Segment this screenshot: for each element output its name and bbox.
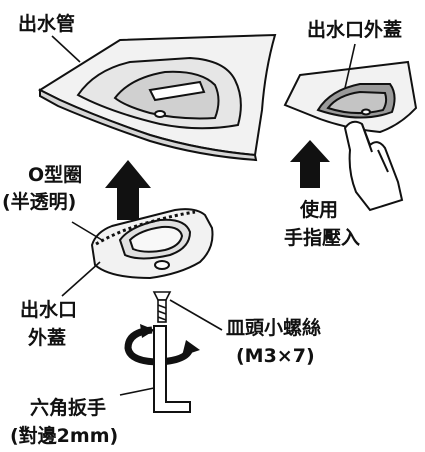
o-ring	[95, 210, 196, 246]
outlet-cover-piece	[90, 208, 214, 280]
label-hex-wrench-2: (對邊2mm)	[10, 425, 119, 447]
up-arrow-icon	[105, 160, 151, 220]
outlet-pipe-leader	[51, 35, 81, 63]
label-o-ring-2: (半透明)	[2, 191, 77, 213]
label-screw-1: 皿頭小螺絲	[226, 317, 322, 339]
label-press-2: 手指壓入	[284, 227, 361, 249]
label-hex-wrench-1: 六角扳手	[30, 397, 107, 419]
label-screw-2: (M3×7)	[236, 345, 315, 367]
outlet-cover-panel	[283, 60, 418, 134]
label-outlet-pipe: 出水管	[18, 13, 76, 35]
outlet-cover-top-leader	[344, 43, 356, 89]
hex-wrench-leader	[119, 387, 155, 396]
rotation-arrow-icon	[124, 324, 200, 366]
outlet-cover-leader	[61, 261, 101, 297]
up-arrow-icon	[290, 140, 330, 188]
o-ring-leader	[71, 221, 103, 241]
finger-press-icon	[343, 120, 404, 212]
label-outlet-cover-1: 出水口	[20, 299, 78, 321]
screw-leader	[169, 299, 223, 331]
label-outlet-cover-2: 外蓋	[28, 327, 67, 349]
outlet-pipe-panel	[37, 33, 277, 162]
hex-wrench	[153, 325, 191, 413]
countersunk-screw	[152, 291, 172, 323]
label-o-ring-1: O型圈	[28, 164, 83, 186]
label-outlet-cover-top: 出水口外蓋	[307, 19, 403, 41]
label-press-1: 使用	[300, 199, 339, 221]
